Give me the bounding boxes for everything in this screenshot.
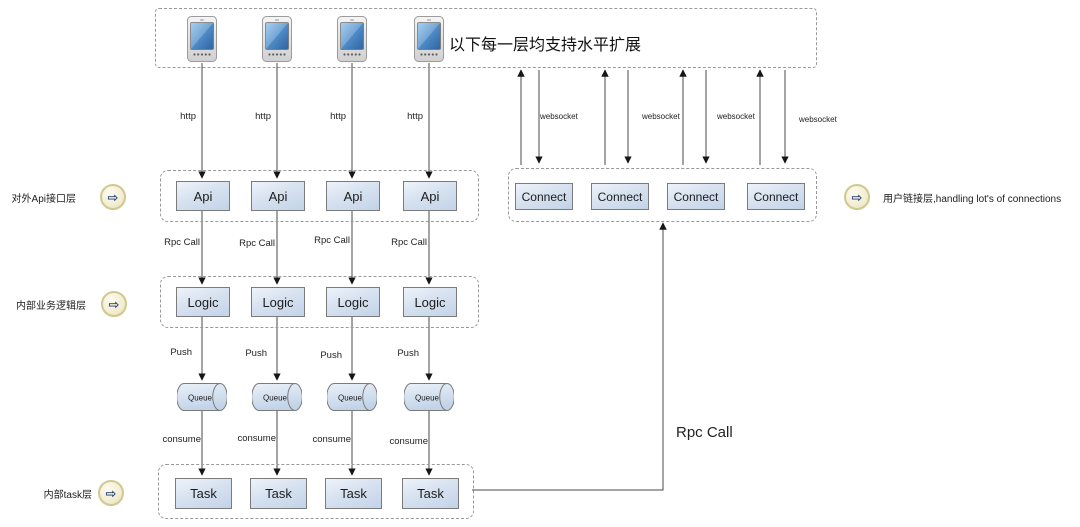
smartphone-icon — [187, 16, 217, 67]
diagram-title: 以下每一层均支持水平扩展 — [449, 37, 642, 54]
logic-node: Logic — [403, 287, 457, 317]
edge-label-consume: consume — [389, 436, 428, 447]
smartphone-icon — [337, 16, 367, 67]
edge-label-push: Push — [245, 348, 267, 359]
edge-label-http: http — [330, 111, 346, 122]
api-node: Api — [326, 181, 380, 211]
edge-label-rpc-call: Rpc Call — [314, 235, 350, 246]
edge-label-rpc-call: Rpc Call — [164, 237, 200, 248]
task-to-connect-label: Rpc Call — [676, 424, 733, 441]
connect-node: Connect — [667, 183, 725, 210]
api-node: Api — [176, 181, 230, 211]
edge-label-push: Push — [320, 350, 342, 361]
edge-label-consume: consume — [237, 433, 276, 444]
right-arrow-glyph: ⇨ — [108, 296, 120, 312]
arrow-badge-icon: ⇨ — [101, 291, 127, 317]
connect-row-label: 用户链接层,handling lot's of connections — [883, 194, 1062, 205]
logic-node: Logic — [251, 287, 305, 317]
edge-label-consume: consume — [162, 434, 201, 445]
api-row-label: 对外Api接口层 — [11, 194, 76, 205]
queue-label: Queue — [338, 394, 363, 403]
api-node: Api — [403, 181, 457, 211]
task-group — [158, 464, 474, 519]
edge-label-http: http — [180, 111, 196, 122]
edge-label-http: http — [255, 111, 271, 122]
right-arrow-glyph: ⇨ — [107, 189, 119, 205]
task-node: Task — [250, 478, 307, 509]
queue-label: Queue — [188, 394, 213, 403]
edge-label-rpc-call: Rpc Call — [239, 238, 275, 249]
edge-label-push: Push — [397, 348, 419, 359]
arrow-badge-icon: ⇨ — [100, 184, 126, 210]
edge-label-http: http — [407, 111, 423, 122]
logic-node: Logic — [176, 287, 230, 317]
task-node: Task — [402, 478, 459, 509]
edge-label-consume: consume — [312, 434, 351, 445]
logic-group — [160, 276, 479, 328]
queue-label: Queue — [415, 394, 440, 403]
smartphone-icon — [414, 16, 444, 67]
arrow-badge-icon: ⇨ — [98, 480, 124, 506]
task-node: Task — [325, 478, 382, 509]
api-group — [160, 170, 479, 222]
queue-node: Queue — [176, 383, 228, 416]
smartphone-icon — [262, 16, 292, 67]
logic-row-label: 内部业务逻辑层 — [16, 301, 86, 312]
queue-node: Queue — [326, 383, 378, 416]
task-node: Task — [175, 478, 232, 509]
task-to-connect-line — [472, 222, 667, 491]
queue-label: Queue — [263, 394, 288, 403]
edge-label-websocket: websocket — [717, 112, 755, 121]
edge-label-websocket: websocket — [799, 115, 837, 124]
edge-label-push: Push — [170, 347, 192, 358]
logic-node: Logic — [326, 287, 380, 317]
connect-node: Connect — [515, 183, 573, 210]
connect-group — [508, 168, 817, 222]
edge-label-rpc-call: Rpc Call — [391, 237, 427, 248]
connect-node: Connect — [591, 183, 649, 210]
clients-group — [155, 8, 817, 68]
queue-node: Queue — [251, 383, 303, 416]
right-arrow-glyph: ⇨ — [105, 485, 117, 501]
connect-node: Connect — [747, 183, 805, 210]
api-node: Api — [251, 181, 305, 211]
edge-label-websocket: websocket — [540, 112, 578, 121]
edge-label-websocket: websocket — [642, 112, 680, 121]
arrow-badge-icon: ⇨ — [844, 184, 870, 210]
queue-node: Queue — [403, 383, 455, 416]
right-arrow-glyph: ⇨ — [851, 189, 863, 205]
task-row-label: 内部task层 — [43, 490, 92, 501]
